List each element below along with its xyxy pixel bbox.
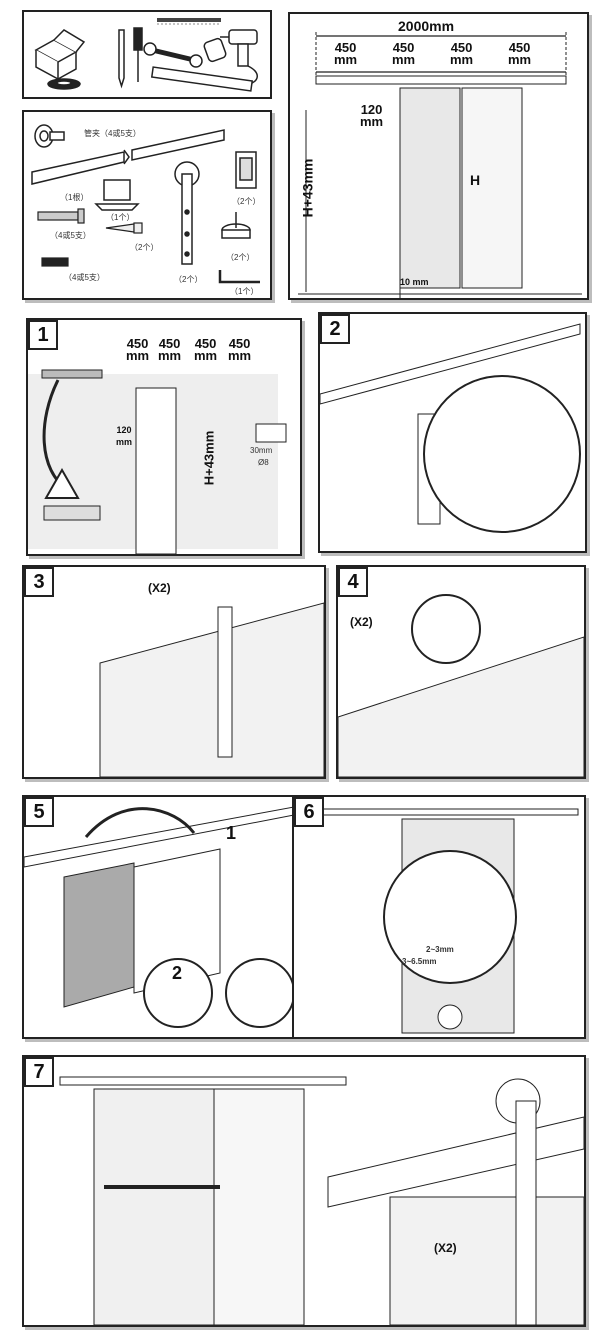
step-1-panel: 1 450 mm 450 mm 450 mm 450 mm 120 mm H+4…: [26, 318, 302, 556]
screwdriver-icon: [133, 27, 143, 82]
step-3-count: (X2): [148, 581, 171, 595]
rail-qty: （1根）: [60, 193, 89, 202]
hanger-icon: [174, 161, 200, 265]
guide-qty: （2个）: [232, 197, 261, 206]
step-4-number: 4: [338, 567, 368, 597]
overview-offset: 120 mm: [360, 102, 384, 129]
step-5-sub-2: 2: [172, 963, 183, 983]
pencil-icon: [118, 29, 125, 89]
overview-spacing-4: 450 mm: [508, 40, 532, 67]
step-5-illustration: [24, 806, 294, 1028]
step-1-spacing-1: 450 mm: [126, 336, 150, 363]
tools-illustration: [34, 18, 258, 92]
step-1-height: H+43mm: [201, 430, 217, 486]
step-6-dim-1: 2~3mm: [426, 945, 454, 954]
wrench-qty: （1个）: [230, 287, 259, 296]
step-5-number: 5: [24, 797, 54, 827]
rail-icon: [31, 129, 225, 185]
overview-illustration: [298, 32, 582, 298]
parts-illustration: [31, 124, 260, 284]
step-4-illustration: [338, 594, 584, 777]
bolt-qty: （4或5支）: [50, 231, 91, 240]
overview-height-right: H: [470, 172, 481, 188]
step-1-number: 1: [28, 320, 58, 350]
anchor-qty: （4或5支）: [64, 273, 105, 282]
step-6-number: 6: [294, 797, 324, 827]
step-5-panel: 5 1 2: [22, 795, 296, 1039]
drill-icon: [220, 29, 258, 85]
guide-block-icon: [235, 151, 257, 189]
step-6-dim-2: 3~6.5mm: [402, 957, 437, 966]
step-1-illustration: [28, 369, 287, 554]
overview-spacing-1: 450 mm: [334, 40, 358, 67]
overview-height-left: H+43mm: [299, 158, 316, 218]
step-3-panel: 3 (X2): [22, 565, 326, 779]
bolt-icon: [37, 208, 85, 224]
overview-spacing-2: 450 mm: [392, 40, 416, 67]
screw-icon: [105, 222, 143, 234]
screw-qty: （2个）: [130, 243, 159, 252]
step-5-sub-1: 1: [226, 823, 237, 843]
toolbox-icon: [34, 29, 86, 90]
wrench-icon: [143, 42, 203, 68]
floor-guide-icon: [221, 212, 251, 239]
anchor-icon: [41, 257, 69, 267]
step-1-drill-size: 30mm: [250, 446, 273, 455]
stopper-icon: [94, 179, 140, 211]
step-7-illustration: [59, 1076, 584, 1325]
step-1-spacing-2: 450 mm: [158, 336, 182, 363]
overview-panel: 2000mm 450 mm 450 mm 450 mm 450 mm 120 m…: [288, 12, 589, 300]
tools-panel: [22, 10, 272, 99]
stopper-qty: （1个）: [106, 213, 135, 222]
parts-panel: 管夹（4或5支） （1根） （1个） （2个） （4或5支） （2个） （2个）…: [22, 110, 272, 300]
overview-total-width: 2000mm: [398, 18, 455, 34]
overview-floor-gap: 10 mm: [400, 277, 429, 287]
step-2-number: 2: [320, 314, 350, 344]
step-1-spacing-3: 450 mm: [194, 336, 218, 363]
overview-spacing-3: 450 mm: [450, 40, 474, 67]
step-3-number: 3: [24, 567, 54, 597]
step-1-spacing-4: 450 mm: [228, 336, 252, 363]
allen-wrench-icon: [218, 270, 260, 284]
step-7-count: (X2): [434, 1241, 457, 1255]
tape-measure-icon: [203, 37, 227, 63]
step-6-panel: 6 2~3mm 3~6.5mm: [292, 795, 586, 1039]
step-6-illustration: [307, 808, 579, 1034]
step-1-offset: 120 mm: [116, 425, 133, 447]
step-3-illustration: [99, 602, 324, 777]
step-4-count: (X2): [350, 615, 373, 629]
step-1-drill-bit: Ø8: [258, 458, 269, 467]
rail-label: 管夹（4或5支）: [84, 129, 141, 138]
spacer-qty: （2个）: [226, 253, 255, 262]
step-7-panel: 7 (X2): [22, 1055, 586, 1327]
saw-icon: [157, 18, 221, 25]
level-icon: [150, 66, 254, 92]
roller-end-icon: [34, 124, 65, 148]
hanger-qty: （2个）: [174, 275, 203, 284]
step-2-illustration: [320, 323, 581, 533]
step-4-panel: 4 (X2): [336, 565, 586, 779]
step-2-panel: 2: [318, 312, 587, 553]
step-7-number: 7: [24, 1057, 54, 1087]
